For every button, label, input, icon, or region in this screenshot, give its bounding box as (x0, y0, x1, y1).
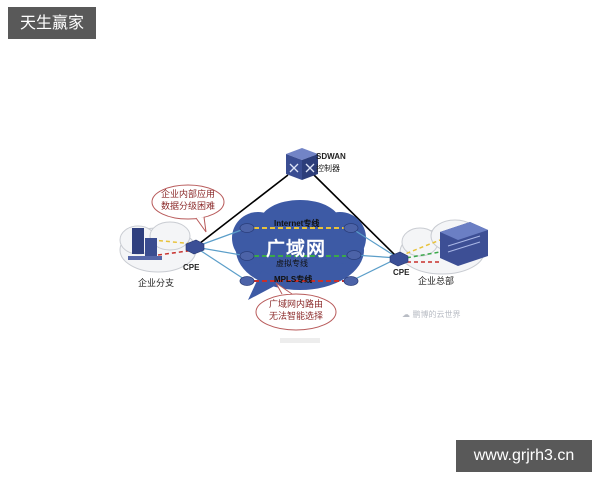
wan-issue-callout (255, 282, 337, 331)
branch-servers-icon (128, 228, 162, 260)
link-label-virtual: 虚拟专线 (276, 259, 308, 268)
site-badge-top-left: 天生赢家 (8, 7, 96, 39)
link-label-internet: Internet专线 (274, 219, 320, 228)
wan-issue-line2: 无法智能选择 (268, 312, 323, 322)
branch-cpe-label: CPE (183, 263, 200, 272)
wan-title: 广域网 (266, 238, 327, 260)
controller-label-line1: SDWAN (316, 152, 346, 161)
watermark: ☁ 鹏博的云世界 (402, 309, 461, 320)
watermark-text: 鹏博的云世界 (412, 310, 461, 319)
branch-label: 企业分支 (138, 279, 175, 289)
hq-building-icon (440, 222, 488, 266)
branch-cpe-icon (185, 239, 205, 255)
wan-issue-line1: 广域网内路由 (268, 300, 323, 310)
site-badge-bottom-right: www.grjrh3.cn (456, 440, 592, 472)
sdwan-controller-icon (286, 148, 318, 180)
controller-label-line2: 控制器 (316, 164, 340, 173)
branch-issue-text: 企业内部应用 数据分级困难 (156, 189, 220, 213)
hq-label: 企业总部 (418, 277, 455, 287)
link-label-mpls: MPLS专线 (274, 275, 313, 284)
branch-issue-line2: 数据分级困难 (160, 202, 215, 212)
wechat-icon: ☁ (402, 310, 410, 319)
hq-cpe-label: CPE (393, 268, 410, 277)
hq-cpe-icon (389, 251, 409, 267)
branch-issue-callout (151, 184, 225, 233)
branch-issue-line1: 企业内部应用 (160, 190, 215, 200)
wan-issue-text: 广域网内路由 无法智能选择 (260, 299, 332, 323)
